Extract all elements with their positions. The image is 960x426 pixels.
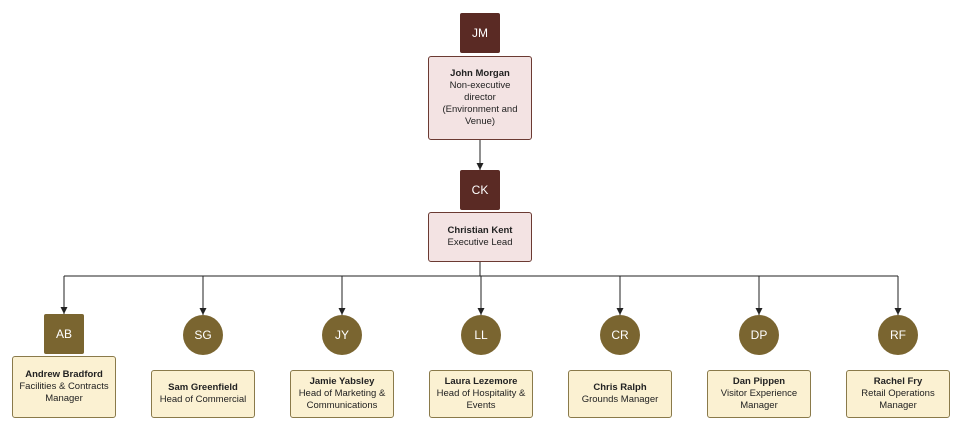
avatar-jm: JM [460,13,500,53]
person-role-line: Communications [306,400,378,411]
person-role-line: Events [466,400,496,411]
person-role-line: Non-executive [449,80,511,91]
avatar-sg: SG [183,315,223,355]
person-name: Chris Ralph [593,382,647,393]
avatar-rf: RF [878,315,918,355]
avatar-cr: CR [600,315,640,355]
person-role-line: Manager [45,393,83,404]
person-role-line: Visitor Experience [720,388,798,399]
avatar-ck: CK [460,170,500,210]
person-role-line: (Environment and [442,104,518,115]
arrowhead-jy [338,308,346,315]
arrowhead-ab [60,307,68,314]
arrowhead-ll [477,308,485,315]
person-role-line: Grounds Manager [581,394,659,405]
arrowhead-ck [476,163,484,170]
arrowhead-sg [199,308,207,315]
person-name: Christian Kent [447,225,513,236]
person-name: Jamie Yabsley [309,376,375,387]
person-name: Laura Lezemore [444,376,518,387]
person-name: Sam Greenfield [168,382,238,393]
avatar-ll: LL [461,315,501,355]
person-role-line: Facilities & Contracts [19,381,109,392]
avatar-ab: AB [44,314,84,354]
person-role-line: Head of Commercial [159,394,247,405]
person-role-line: Executive Lead [447,237,513,248]
person-name: Rachel Fry [873,376,923,387]
person-role-line: Head of Marketing & [298,388,386,399]
person-name: Dan Pippen [732,376,786,387]
arrowhead-rf [894,308,902,315]
person-role-line: Manager [740,400,778,411]
person-role-line: Head of Hospitality & [436,388,526,399]
arrowhead-dp [755,308,763,315]
person-name: Andrew Bradford [25,369,103,380]
arrowhead-cr [616,308,624,315]
person-role-line: Manager [879,400,917,411]
person-name: John Morgan [450,68,510,79]
person-role-line: director [464,92,496,103]
person-role-line: Retail Operations [861,388,935,399]
person-role-line: Venue) [464,116,496,127]
avatar-jy: JY [322,315,362,355]
avatar-dp: DP [739,315,779,355]
